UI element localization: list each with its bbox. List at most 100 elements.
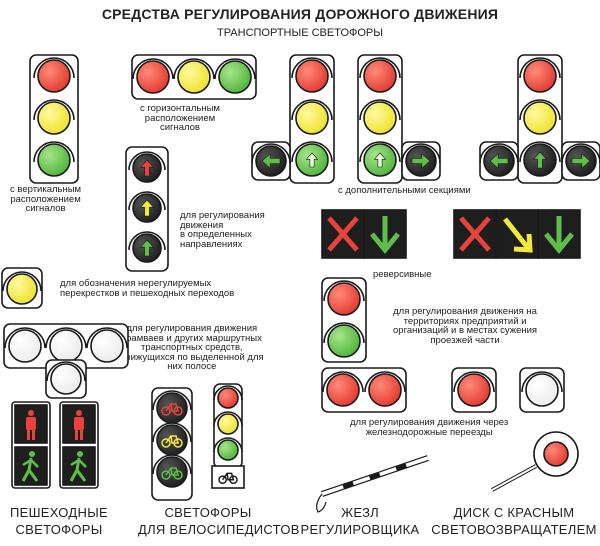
- green-man-walking-icon: [75, 469, 87, 482]
- red-man-standing-icon: [80, 429, 83, 440]
- label-bicycle: СВЕТОФОРЫ ДЛЯ ВЕЛОСИПЕДИСТОВ: [138, 505, 300, 537]
- yellow-lamp: [177, 60, 211, 94]
- signal-lamp: [217, 387, 239, 409]
- page-subtitle: ТРАНСПОРТНЫЕ СВЕТОФОРЫ: [216, 27, 384, 39]
- visor: [86, 327, 128, 349]
- visor: [519, 99, 561, 121]
- visor: [173, 58, 215, 80]
- red-man-standing-icon: [28, 410, 34, 416]
- signal-lamp: [217, 439, 239, 461]
- arrow-up-icon: [139, 199, 155, 217]
- red-cross-icon: [327, 216, 359, 252]
- green-man-walking-icon: [29, 451, 35, 457]
- visor: [45, 327, 87, 349]
- bicycle-icon: [165, 403, 179, 412]
- arrow-right-icon: [571, 153, 591, 169]
- red-man-standing-icon: [32, 429, 35, 440]
- red-man-standing-icon: [75, 429, 78, 440]
- bicycle-icon: [165, 435, 179, 444]
- signal-lamp: [363, 59, 397, 93]
- bicycle-icon: [165, 467, 179, 476]
- arrow-up-icon: [305, 152, 319, 168]
- signal-lamp: [295, 59, 329, 93]
- label-disc: ДИСК С КРАСНЫМ СВЕТОВОЗВРАЩАТЕЛЕМ: [431, 505, 597, 537]
- visor: [453, 371, 495, 393]
- visor: [213, 437, 243, 453]
- signal-lamp: [523, 59, 557, 93]
- red-reflector-icon: [543, 441, 569, 467]
- visor: [521, 371, 563, 393]
- page-title: СРЕДСТВА РЕГУЛИРОВАНИЯ ДОРОЖНОГО ДВИЖЕНИ…: [101, 6, 499, 22]
- visor: [46, 361, 86, 382]
- green-arrow-down-icon: [544, 232, 574, 254]
- visor: [359, 57, 401, 79]
- baton-stripe: [342, 481, 355, 490]
- visor: [33, 99, 75, 121]
- visor: [359, 99, 401, 121]
- red-man-standing-icon: [27, 429, 30, 440]
- visor: [213, 385, 243, 401]
- visor: [291, 141, 333, 163]
- baton-stripe: [395, 463, 408, 472]
- visor: [2, 271, 42, 292]
- visor: [213, 411, 243, 427]
- signal-lamp: [327, 282, 361, 316]
- visor: [519, 141, 561, 163]
- red-man-standing-icon: [74, 417, 84, 430]
- yellow-lamp: [6, 273, 38, 305]
- label-pedestrian: ПЕШЕХОДНЫЕ СВЕТОФОРЫ: [9, 505, 109, 537]
- visor: [132, 58, 174, 80]
- bicycle-icon: [161, 438, 171, 448]
- yellow-lamp: [37, 101, 71, 135]
- green-man-walking-icon: [70, 458, 87, 468]
- baton-strap: [316, 493, 327, 513]
- visor: [323, 280, 365, 302]
- yellow-arrow-diagonal-icon: [513, 233, 533, 253]
- caption-territory: для регулирования движения на территория…: [393, 306, 538, 346]
- signal-lamp: [326, 373, 360, 407]
- visor: [291, 99, 333, 121]
- visor: [128, 191, 166, 211]
- green-man-walking-icon: [22, 458, 39, 468]
- red-man-standing-icon: [76, 410, 82, 416]
- signal-lamp: [295, 101, 329, 135]
- visor: [128, 151, 166, 171]
- visor: [479, 143, 519, 164]
- signal-lamp: [217, 413, 239, 435]
- visor: [152, 390, 192, 411]
- caption-horizontal: с горизонтальным расположением сигналов: [140, 103, 220, 133]
- arrow-up-icon: [139, 159, 155, 177]
- signal-lamp: [50, 363, 82, 395]
- visor: [128, 231, 166, 251]
- visor: [364, 371, 406, 393]
- baton-stripe: [368, 472, 381, 481]
- caption-tram: для регулирования движения трамваев и др…: [120, 323, 264, 372]
- visor: [4, 327, 46, 349]
- signal-lamp: [523, 101, 557, 135]
- red-lamp: [37, 59, 71, 93]
- bicycle-icon: [161, 406, 171, 416]
- arrow-left-icon: [489, 153, 509, 169]
- visor: [33, 141, 75, 163]
- caption-vertical: с вертикальным расположением сигналов: [10, 184, 82, 214]
- signal-lamp: [327, 324, 361, 358]
- caption-additional: с дополнительными секциями: [338, 185, 471, 196]
- visor: [33, 57, 75, 79]
- arrow-up-icon: [139, 239, 155, 257]
- signal-lamp: [363, 101, 397, 135]
- disc-handle: [491, 465, 537, 491]
- signal-lamp: [49, 329, 83, 363]
- visor: [251, 143, 291, 164]
- signal-lamp: [368, 373, 402, 407]
- green-lamp: [218, 60, 252, 94]
- signal-lamp: [90, 329, 124, 363]
- yellow-arrow-diagonal-icon: [503, 217, 530, 250]
- green-arrow-down-icon: [370, 232, 400, 254]
- red-lamp: [136, 60, 170, 94]
- green-man-walking-icon: [77, 451, 83, 457]
- bicycle-icon: [218, 475, 227, 485]
- green-man-walking-icon: [27, 469, 39, 482]
- green-lamp: [37, 143, 71, 177]
- caption-railway: для регулирования движения через железно…: [350, 417, 509, 438]
